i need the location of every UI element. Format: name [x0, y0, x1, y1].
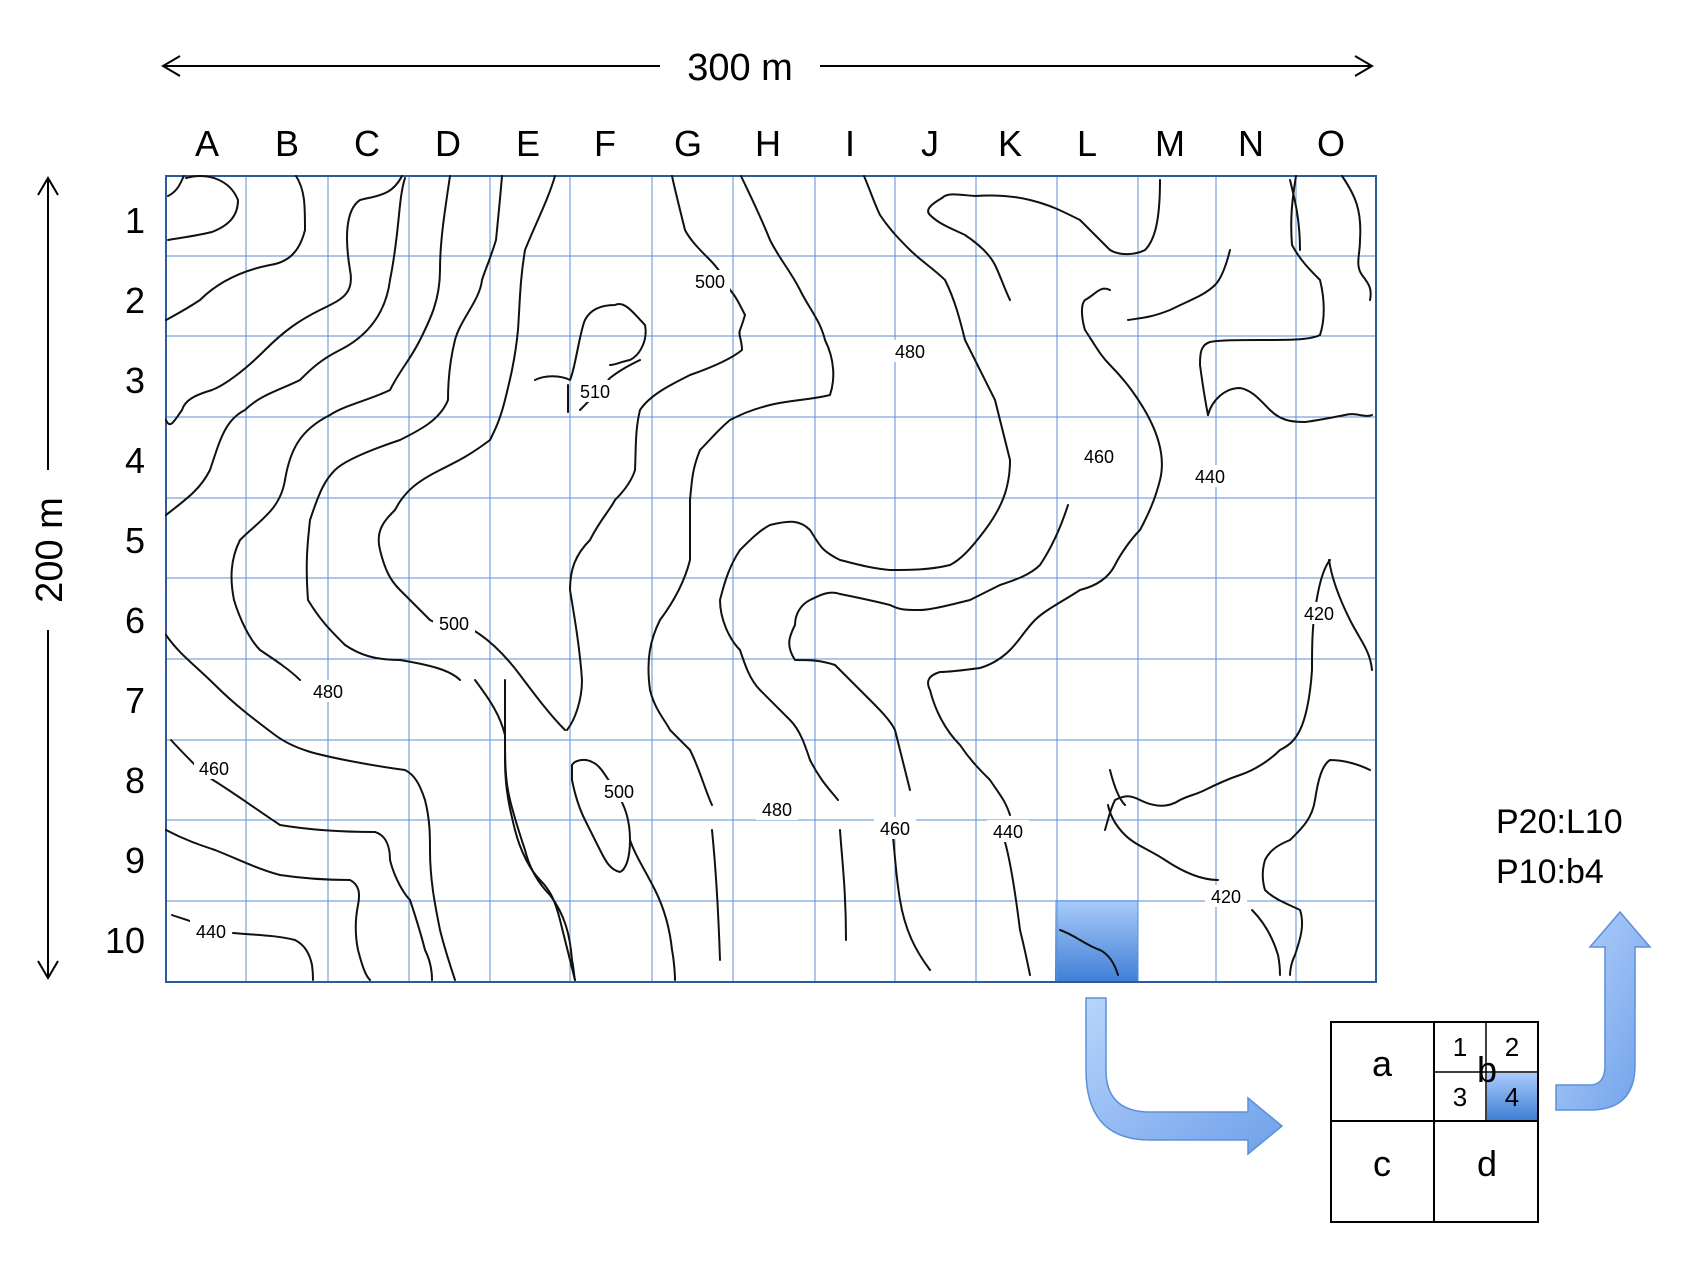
column-label: N — [1238, 123, 1264, 164]
up-arrowhead-icon — [37, 176, 59, 196]
sub-cell-label: 2 — [1505, 1032, 1519, 1062]
column-label: L — [1077, 123, 1097, 164]
contour-label: 420 — [1211, 887, 1241, 907]
row-label: 9 — [125, 840, 145, 881]
contour-label: 460 — [199, 759, 229, 779]
sub-cell-label: 3 — [1453, 1082, 1467, 1112]
column-label: F — [594, 123, 616, 164]
column-label: E — [516, 123, 540, 164]
row-label: 4 — [125, 440, 145, 481]
code-line-2: P10:b4 — [1496, 853, 1604, 891]
column-label: G — [674, 123, 702, 164]
row-label: 1 — [125, 200, 145, 241]
row-label: 3 — [125, 360, 145, 401]
down-arrowhead-icon — [37, 960, 59, 980]
contour-label: 420 — [1304, 604, 1334, 624]
contour-label: 500 — [695, 272, 725, 292]
contour-label-group: 500 510 480 460 440 500 480 460 440 500 … — [190, 270, 1340, 942]
subdivision-diagram: a b c d 1 2 3 4 — [1330, 1021, 1539, 1223]
contour-label: 480 — [313, 682, 343, 702]
contour-label: 510 — [580, 382, 610, 402]
contour-label: 500 — [604, 782, 634, 802]
highlighted-grid-cell[interactable] — [1055, 900, 1138, 982]
row-label: 7 — [125, 680, 145, 721]
quadrant-label: c — [1373, 1143, 1391, 1184]
row-label: 6 — [125, 600, 145, 641]
height-label: 200 m — [29, 497, 71, 603]
highlighted-sub-cell[interactable] — [1487, 1073, 1537, 1120]
column-label: K — [998, 123, 1022, 164]
sub-cell-label: 1 — [1453, 1032, 1467, 1062]
column-label: B — [275, 123, 299, 164]
column-label: C — [354, 123, 380, 164]
row-label: 10 — [105, 920, 145, 961]
row-labels: 1 2 3 4 5 6 7 8 9 10 — [105, 200, 145, 961]
quadrant-label: a — [1372, 1043, 1393, 1084]
column-label: D — [435, 123, 461, 164]
quadrant-label: d — [1477, 1143, 1497, 1184]
row-label: 2 — [125, 280, 145, 321]
contour-label: 440 — [993, 822, 1023, 842]
row-label: 8 — [125, 760, 145, 801]
column-label: I — [845, 123, 855, 164]
sub-cell-label: 4 — [1505, 1082, 1519, 1112]
height-dimension: 200 m — [29, 176, 71, 980]
contour-label: 460 — [880, 819, 910, 839]
map-grid — [165, 175, 1377, 983]
column-label: J — [921, 123, 939, 164]
row-label: 5 — [125, 520, 145, 561]
curved-arrow-right-icon — [1085, 997, 1284, 1156]
code-line-1: P20:L10 — [1496, 803, 1623, 841]
right-arrowhead-icon — [1354, 55, 1374, 77]
contour-label: 500 — [439, 614, 469, 634]
left-arrowhead-icon — [161, 55, 181, 77]
column-labels: A B C D E F G H I J K L M N O — [195, 123, 1345, 164]
contour-label: 460 — [1084, 447, 1114, 467]
grid-reference-codes: P20:L10 P10:b4 — [1496, 803, 1623, 891]
contour-label: 480 — [895, 342, 925, 362]
width-dimension: 300 m — [161, 47, 1374, 89]
curved-arrow-up-icon — [1555, 910, 1652, 1111]
contour-label: 440 — [196, 922, 226, 942]
column-label: O — [1317, 123, 1345, 164]
width-label: 300 m — [687, 47, 793, 89]
contour-label: 480 — [762, 800, 792, 820]
column-label: A — [195, 123, 219, 164]
column-label: M — [1155, 123, 1185, 164]
contour-label: 440 — [1195, 467, 1225, 487]
column-label: H — [755, 123, 781, 164]
quadrant-label: b — [1477, 1049, 1497, 1090]
